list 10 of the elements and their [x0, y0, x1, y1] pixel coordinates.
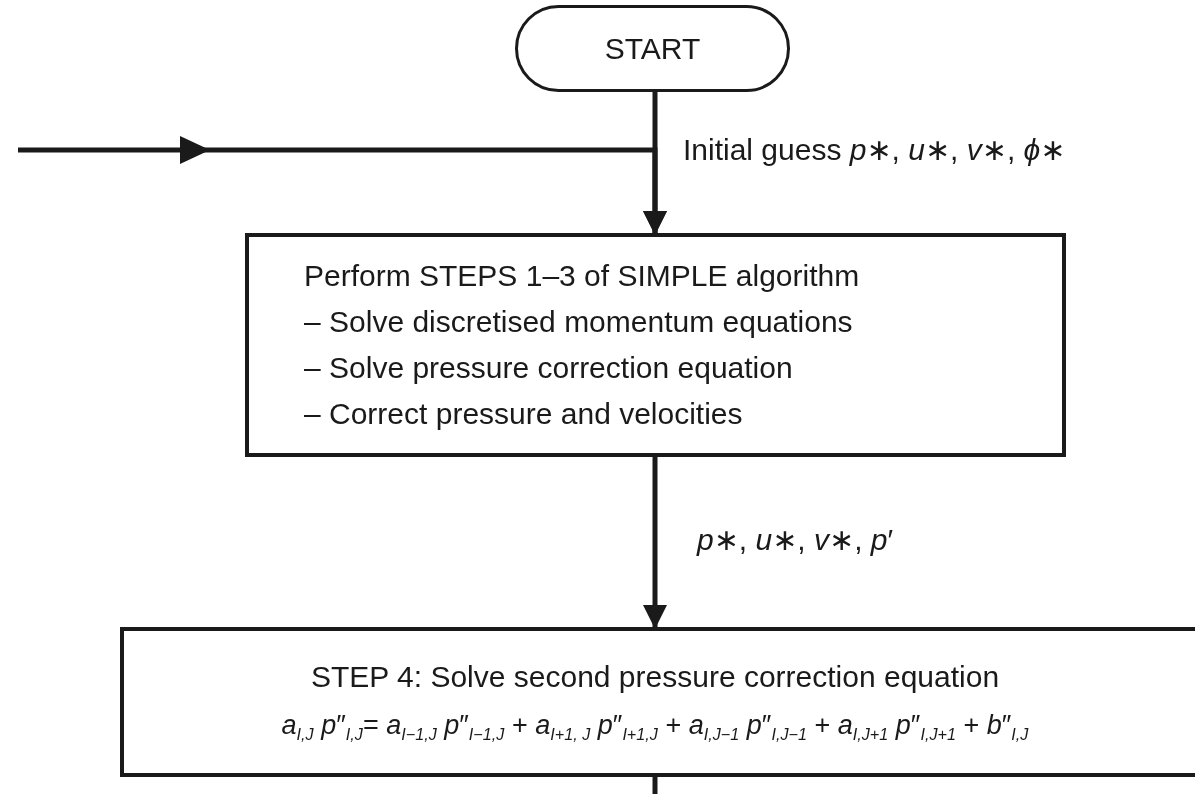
- step-heading: Perform STEPS 1–3 of SIMPLE algorithm: [304, 258, 860, 294]
- process-box: [245, 233, 1066, 457]
- arrow: [643, 457, 667, 629]
- step-item: – Solve pressure correction equation: [304, 350, 793, 386]
- step-item: – Solve discretised momentum equations: [304, 304, 853, 340]
- step-item: – Correct pressure and velocities: [304, 396, 743, 432]
- process-box: [120, 627, 1195, 777]
- step-heading: STEP 4: Solve second pressure correction equation: [310, 659, 1000, 696]
- terminal-label: START: [604, 30, 701, 67]
- equation: a$_{I,J}$ p″$_{I,J}$= a$_{I−1,J}$ p″$_{I−1,J}$ + a$_{I+1, J}$ p″$_{I+1,J}$ + a$_{I,J−1}$ p″$_{I,J−1}$ + a$_{I,J+1}$ p″$_{I,J+1}$ + b″$_{I,J}$: [281, 709, 1029, 745]
